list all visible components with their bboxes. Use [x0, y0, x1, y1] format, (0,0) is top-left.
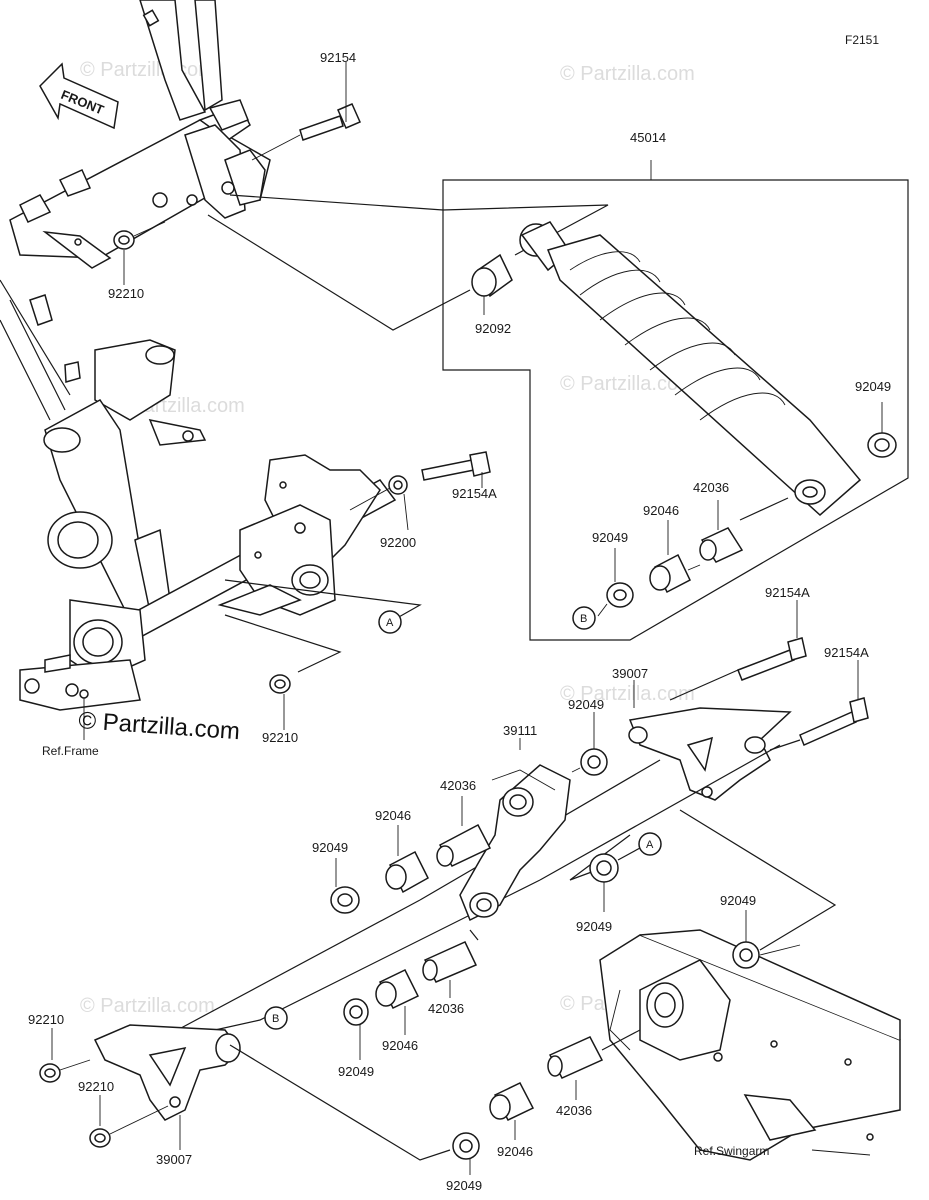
label-92049: 92049	[855, 379, 891, 394]
collar-42036-shock	[699, 527, 744, 563]
label-92046: 92046	[643, 503, 679, 518]
label-92049: 92049	[312, 840, 348, 855]
label-39007: 39007	[156, 1152, 192, 1167]
label-92210: 92210	[262, 730, 298, 745]
washer-92049-shock	[867, 432, 897, 458]
callout-A-lower: A	[646, 839, 654, 851]
bushing-92092	[471, 253, 513, 298]
needle-bearing-92046-rocker	[385, 850, 429, 894]
nut-92210	[113, 230, 135, 250]
diagram-code: F2151	[845, 33, 879, 47]
washer-92200	[388, 475, 408, 495]
needle-bearing-92046-low	[375, 969, 420, 1009]
bolt-92154A-mid	[421, 451, 491, 481]
callout-B-upper: B	[580, 613, 587, 625]
label-92046: 92046	[382, 1038, 418, 1053]
label-92049: 92049	[446, 1178, 482, 1193]
label-39111: 39111	[503, 723, 537, 738]
partzilla-brand: © Partzilla.com	[78, 707, 241, 745]
washer-92049-rocker	[580, 748, 608, 776]
label-92210: 92210	[78, 1079, 114, 1094]
label-92049: 92049	[720, 893, 756, 908]
callout-A-upper: A	[386, 617, 394, 629]
needle-bearing-92046-bot	[489, 1082, 535, 1121]
label-92046: 92046	[497, 1144, 533, 1159]
label-92154A: 92154A	[824, 645, 869, 660]
tie-rod-39007-lower	[93, 1024, 241, 1121]
tie-rod-39007-upper	[628, 707, 792, 801]
label-92154: 92154	[320, 50, 356, 65]
frame-illustration	[0, 0, 397, 711]
label-92046: 92046	[375, 808, 411, 823]
shock-absorber-45014	[207, 160, 909, 641]
label-92092: 92092	[475, 321, 511, 336]
watermark: © Partzilla.com	[80, 995, 215, 1017]
bolt-92154A-r2	[799, 697, 869, 747]
washer-92049-bot	[452, 1132, 480, 1160]
nut-92210-l2	[89, 1128, 111, 1148]
label-92210: 92210	[28, 1012, 64, 1027]
nut-92210-l1	[39, 1063, 61, 1083]
watermark: © Partzilla.com	[560, 373, 695, 395]
label-92049: 92049	[592, 530, 628, 545]
collar-42036-bot	[547, 1036, 604, 1079]
washer-92049-left	[330, 886, 360, 914]
label-92049: 92049	[338, 1064, 374, 1079]
label-45014: 45014	[630, 130, 666, 145]
label-42036: 42036	[428, 1001, 464, 1016]
label-92200: 92200	[380, 535, 416, 550]
rocker-arm-39111	[459, 764, 571, 922]
part-labels: 92154 45014 92210 92092 92049 92154A 922…	[28, 50, 891, 1193]
washer-92049-swing	[732, 941, 760, 969]
front-arrow-icon: FRONT	[39, 62, 119, 130]
label-92154A: 92154A	[765, 585, 810, 600]
label-92049: 92049	[568, 697, 604, 712]
label-42036: 42036	[440, 778, 476, 793]
label-42036: 42036	[693, 480, 729, 495]
label-42036: 42036	[556, 1103, 592, 1118]
collar-42036-low	[422, 941, 478, 983]
washer-92049-A	[589, 853, 619, 883]
label-92049: 92049	[576, 919, 612, 934]
watermark: © Partzilla.com	[80, 59, 215, 81]
swingarm-illustration	[599, 929, 901, 1161]
watermark: © Partzilla.com	[560, 683, 695, 705]
ref-swingarm-label: Ref.Swingarm	[694, 1144, 769, 1158]
washer-92049-shock-low	[606, 582, 634, 608]
ref-frame-label: Ref.Frame	[42, 744, 99, 758]
callout-B-lower: B	[272, 1013, 279, 1025]
nut-92210-mid	[269, 674, 291, 694]
collar-42036-rocker	[436, 823, 492, 867]
washer-92049-low	[343, 998, 369, 1026]
bolt-92154	[299, 103, 361, 141]
label-92154A: 92154A	[452, 486, 497, 501]
needle-bearing-92046-shock	[649, 553, 691, 594]
label-39007: 39007	[612, 666, 648, 681]
watermark: © Partzilla.com	[560, 63, 695, 85]
bolt-92154A-r1	[737, 637, 807, 681]
label-92210: 92210	[108, 286, 144, 301]
